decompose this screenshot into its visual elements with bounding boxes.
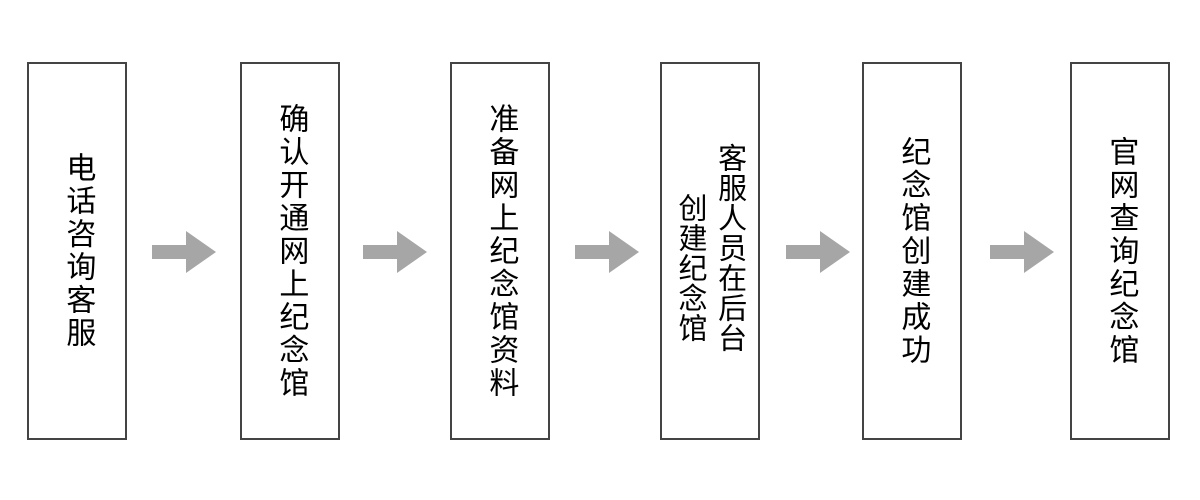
process-node-6[interactable]: 官网查询纪念馆 [1070,62,1170,440]
flow-arrow-2 [363,229,427,275]
process-node-2[interactable]: 确认开通网上纪念馆 [240,62,340,440]
process-node-1-label: 电话咨询客服 [60,152,96,350]
process-node-1[interactable]: 电话咨询客服 [27,62,127,440]
process-node-6-label: 官网查询纪念馆 [1103,135,1139,367]
process-node-2-label: 确认开通网上纪念馆 [273,102,309,400]
right-arrow-icon [575,231,639,273]
process-node-5[interactable]: 纪念馆创建成功 [862,62,962,440]
flow-arrow-4 [786,229,850,275]
flow-arrow-5 [990,229,1054,275]
process-node-3-label: 准备网上纪念馆资料 [483,102,519,400]
right-arrow-icon [786,231,850,273]
right-arrow-icon [363,231,427,273]
process-node-4-label-column-2: 创建纪念馆 [674,193,708,343]
process-node-3[interactable]: 准备网上纪念馆资料 [450,62,550,440]
right-arrow-icon [990,231,1054,273]
process-node-4-label-column-1: 客服人员在后台 [713,143,748,353]
right-arrow-icon [152,231,216,273]
flow-arrow-1 [152,229,216,275]
process-node-5-label: 纪念馆创建成功 [895,135,931,367]
flow-arrow-3 [575,229,639,275]
process-node-4[interactable]: 客服人员在后台 创建纪念馆 [660,62,760,440]
